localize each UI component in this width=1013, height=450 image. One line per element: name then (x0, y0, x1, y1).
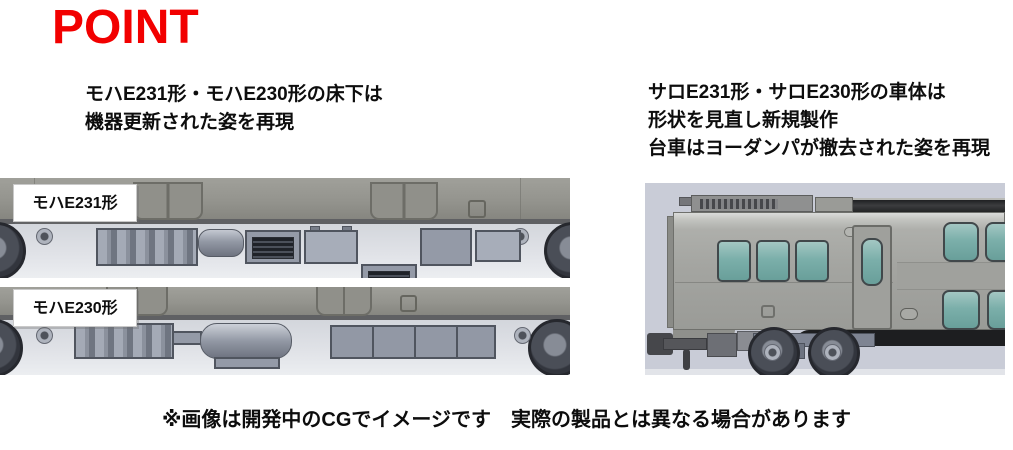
note-right-line2: 形状を見直し新規製作 (648, 110, 839, 131)
lower-deck-window (942, 290, 980, 330)
note-left-line2: 機器更新された姿を再現 (85, 112, 295, 133)
axle-cap (764, 344, 781, 361)
note-right-line1: サロE231形・サロE230形の車体は (648, 82, 946, 103)
coupler-mount (707, 333, 737, 357)
equipment-louver-box (361, 264, 417, 278)
equipment-tank (200, 323, 292, 359)
roof-heat-sink (700, 199, 778, 209)
equipment-ribbed-box (74, 323, 174, 359)
moha-e231-side-view: モハE231形 (0, 178, 570, 278)
door-window (861, 238, 883, 286)
body-seam (520, 178, 521, 219)
upper-deck-window (985, 222, 1005, 262)
body-skirt (673, 330, 735, 338)
body-vent (900, 308, 918, 320)
body-hatch (468, 200, 486, 218)
louver-slats (252, 237, 294, 259)
wheel (0, 222, 26, 278)
body-seam (675, 282, 893, 283)
equipment-box (475, 230, 521, 262)
axle-cap (36, 327, 53, 344)
car-door (370, 182, 438, 220)
car-label-moha-e231: モハE231形 (13, 184, 137, 222)
window (795, 240, 829, 282)
body-hatch (761, 305, 775, 318)
body-hatch (400, 295, 417, 312)
moha-e230-side-view: モハE230形 (0, 287, 570, 375)
axle-cap (36, 228, 53, 245)
roof-band (853, 198, 1005, 212)
roof-equipment-box (815, 197, 853, 212)
equipment-ribbed-box (96, 228, 198, 266)
window (717, 240, 751, 282)
page-title: POINT (52, 1, 199, 54)
equipment-box (420, 228, 472, 266)
note-left: モハE231形・モハE230形の床下は 機器更新された姿を再現 (85, 81, 383, 137)
car-door (316, 287, 372, 316)
equipment-panel-box (330, 325, 496, 359)
car-door (133, 182, 203, 220)
window (756, 240, 790, 282)
coupler-pin (683, 349, 690, 370)
bogie-wheel (808, 327, 860, 375)
note-left-line1: モハE231形・モハE230形の床下は (85, 84, 383, 105)
axle-cap (824, 344, 841, 361)
figure-moha-underfloor: モハE231形 モハE230形 (0, 178, 570, 375)
figure-saro-body (645, 183, 1005, 375)
car-door (852, 225, 892, 330)
wheel (544, 222, 570, 278)
note-right: サロE231形・サロE230形の車体は 形状を見直し新規製作 台車はヨーダンパが… (648, 79, 990, 163)
equipment-louver-box (245, 230, 301, 264)
roof-equipment-box (691, 195, 813, 212)
underfloor-area (0, 222, 570, 278)
axle-cap (514, 327, 531, 344)
wheel (0, 319, 23, 375)
note-right-line3: 台車はヨーダンパが撤去された姿を再現 (648, 138, 991, 159)
equipment-box (214, 357, 280, 369)
upper-deck-window (943, 222, 979, 262)
equipment-box (304, 230, 358, 264)
deck-divider-band (897, 262, 1005, 290)
equipment-pipe (172, 331, 202, 345)
car-label-moha-e230: モハE230形 (13, 289, 137, 327)
louver-slats (368, 271, 410, 278)
wheel (528, 319, 570, 375)
lower-deck-window (987, 290, 1005, 330)
footnote: ※画像は開発中のCGでイメージです 実際の製品とは異なる場合があります (161, 409, 852, 431)
equipment-motor (198, 229, 244, 257)
underfloor-area (0, 319, 570, 375)
